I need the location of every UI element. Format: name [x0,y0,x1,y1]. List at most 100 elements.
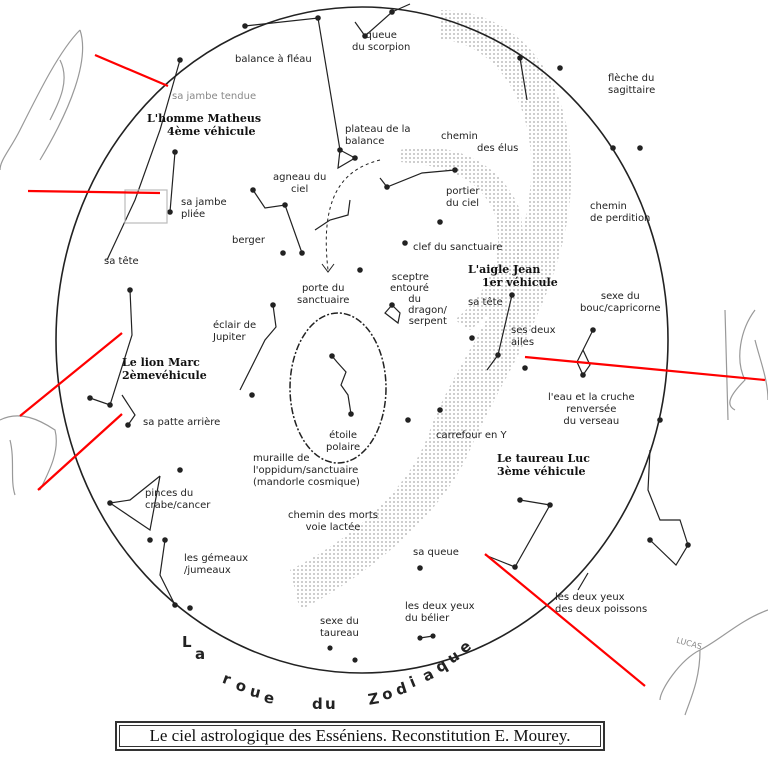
small-frame [124,189,168,224]
ox-sketch [659,609,768,716]
label-line: du bélier [405,613,450,624]
label-line: crabe/cancer [145,500,211,511]
title-letter: L [182,633,192,651]
label-line: L'homme Matheus [147,112,262,125]
label-line: étoile [329,430,358,441]
label-line: 4ème véhicule [167,125,256,138]
evangelist-sketches [0,29,768,716]
label-line: du ciel [446,198,480,209]
label-line: portier [446,186,480,197]
label-line: ailes [511,337,535,348]
label-line: ses deux [511,325,556,336]
pointer-lines [19,53,766,687]
label-line: 3ème véhicule [497,465,586,478]
label-line: dragon/ [408,305,447,316]
label-line: sanctuaire [297,295,350,306]
label-line: renversée [566,404,617,415]
label-line: chemin des morts [288,510,379,521]
lion-sketch [0,415,57,496]
label-line: sceptre [391,272,429,283]
label-line: bouc/capricorne [580,303,661,314]
sanctuary-mandorla [289,312,387,464]
figure-caption: Le ciel astrologique des Esséniens. Reco… [115,721,605,751]
label-sa-tete-jean: sa tête [468,297,503,308]
label-line: ciel [291,184,309,195]
label-line: /jumeaux [184,565,231,576]
pointer-matheus-upper [94,53,169,88]
pointer-marc-lower [37,413,123,491]
label-line: pinces du [145,488,194,499]
label-line: voie lactée [305,522,361,533]
label-line: du [408,294,421,305]
label-line: du scorpion [352,42,411,53]
title-letter: a [195,645,206,663]
label-line: Le lion Marc [122,356,200,369]
label-jambe-tendue: sa jambe tendue [172,91,257,102]
label-line: chemin [441,131,478,142]
label-line: L'aigle Jean [468,263,541,276]
label-line: serpent [408,316,447,327]
label-line: plateau de la [345,124,411,135]
label-line: queue [365,30,397,41]
label-line: du verseau [563,416,620,427]
label-line: 2èmevéhicule [122,369,207,382]
label-line: polaire [326,442,361,453]
constellations [87,3,691,663]
label-line: muraille de [253,453,310,464]
pointer-marc-upper [19,332,123,417]
angel-man-sketch [0,29,84,171]
label-line: (mandorle cosmique) [253,477,360,488]
milky-way-band [290,10,572,610]
label-carrefour-y: carrefour en Y [436,430,507,441]
label-line: balance [345,136,385,147]
label-line: sa jambe [181,197,227,208]
label-berger: berger [232,235,266,246]
label-line: des élus [477,143,519,154]
pointer-jean [524,355,766,382]
label-sa-queue: sa queue [413,547,459,558]
label-clef-sanctuaire: clef du sanctuaire [413,242,503,253]
label-line: sexe du [320,616,359,627]
label-line: de perdition [590,213,651,224]
zodiac-wheel [55,6,669,674]
pointer-luc [484,553,646,687]
label-line: sexe du [600,291,640,302]
label-line: des deux poissons [555,604,648,615]
dashed-arrow-path [325,159,381,271]
arrow-head-icon [321,263,335,273]
label-line: les deux yeux [405,601,475,612]
label-line: entouré [390,283,429,294]
label-line: les deux yeux [555,592,625,603]
star-dots [87,9,691,663]
pointer-matheus-lower [27,189,161,195]
label-line: flèche du [608,73,655,84]
label-line: les gémeaux [184,553,249,564]
label-line: l'oppidum/sanctuaire [253,465,359,476]
chosen-path-band [400,147,523,330]
label-line: Le taureau Luc [497,452,590,465]
label-line: agneau du [273,172,327,183]
